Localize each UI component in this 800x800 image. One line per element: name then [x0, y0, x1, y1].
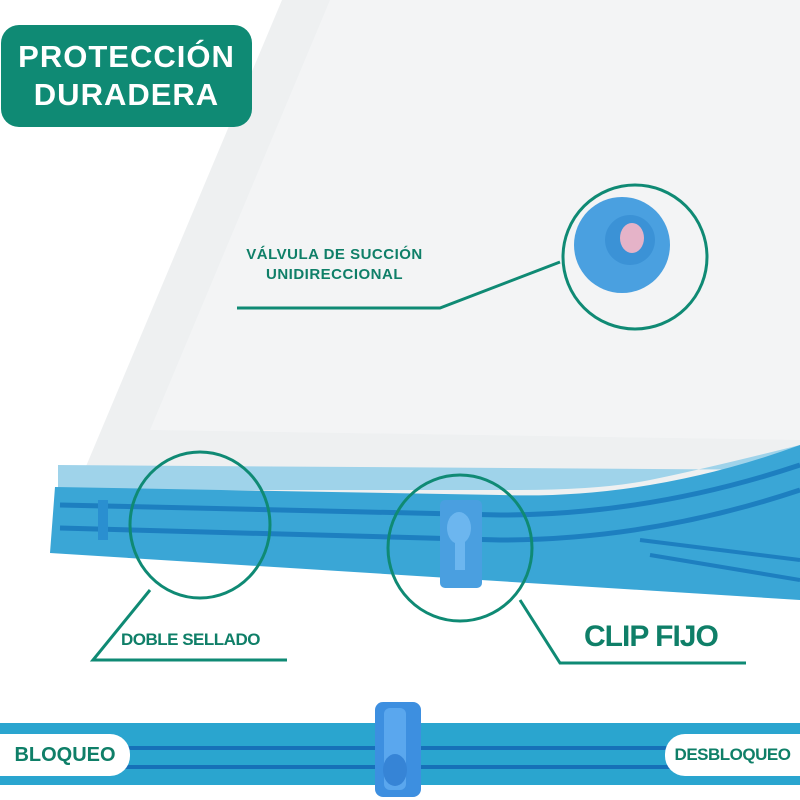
clip-callout-circle — [386, 473, 534, 623]
lock-label-pill: BLOQUEO — [0, 734, 130, 776]
badge-line-2: DURADERA — [33, 77, 220, 112]
fixed-clip-label: CLIP FIJO — [584, 620, 719, 653]
protection-badge: PROTECCIÓN DURADERA — [1, 25, 252, 127]
valve-callout-circle — [561, 183, 709, 331]
zipper-slider-clip — [375, 702, 421, 797]
bag-clip — [440, 500, 482, 588]
unlock-label-pill: DESBLOQUEO — [665, 734, 800, 776]
valve-leader-line — [237, 260, 561, 310]
double-seal-label: DOBLE SELLADO — [121, 630, 260, 649]
valve-label-line-1: VÁLVULA DE SUCCIÓN — [246, 246, 423, 263]
badge-line-1: PROTECCIÓN — [18, 39, 235, 74]
clip-leader-line — [518, 599, 746, 665]
zipper-seal-band — [58, 445, 800, 490]
valve-label-line-2: UNIDIRECCIONAL — [266, 266, 403, 283]
valve-label: VÁLVULA DE SUCCIÓN UNIDIRECCIONAL — [232, 245, 437, 285]
double-seal-callout-circle — [128, 450, 272, 600]
double-seal-leader-line — [89, 589, 287, 662]
